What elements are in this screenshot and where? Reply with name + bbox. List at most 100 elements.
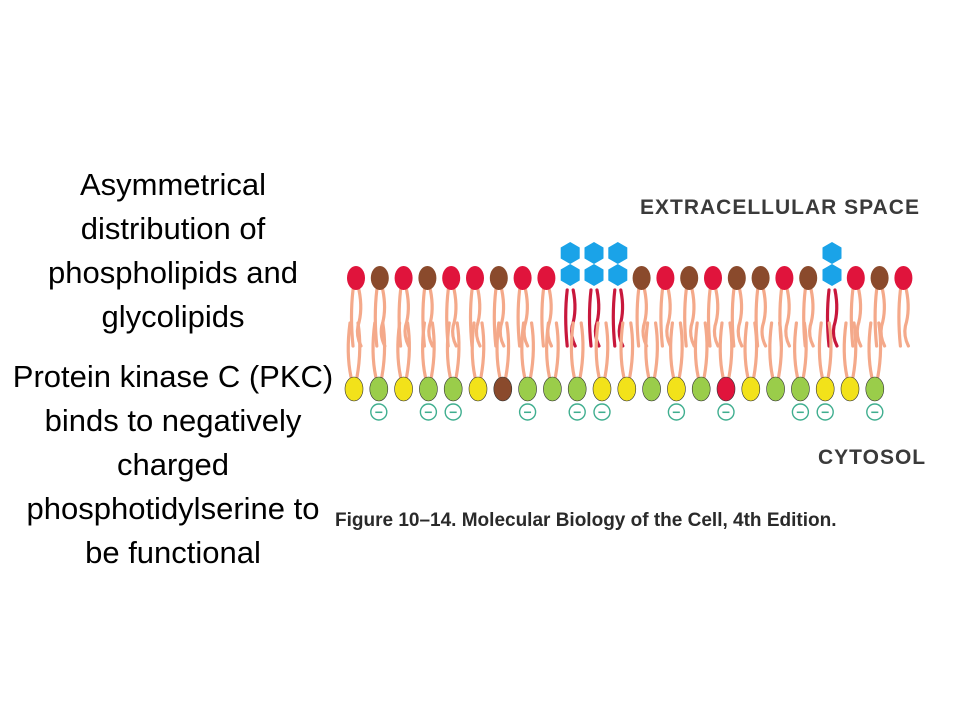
negative-charge-circle [717,403,735,421]
lipid-tail [730,288,736,348]
phospholipid-head [716,376,736,402]
lipid-tail [380,321,387,379]
phospholipid-head [543,376,562,402]
lipid-tail [867,321,874,379]
lipid-tail [397,288,403,348]
lipid-tail [470,321,477,379]
lipid-tail [727,321,734,379]
phospholipid-head [443,376,463,402]
lipid-tail [569,321,576,379]
lipid-tail [495,321,502,379]
lipid-tail [831,288,839,348]
lipid-tail [628,321,635,379]
lipid-tail [736,288,744,348]
lipid-tail [712,288,720,348]
lipid-tail [421,321,427,379]
lipid-tail [903,288,910,348]
negative-charge-symbol: − [871,404,879,420]
lipid-tail [474,288,482,348]
phospholipid-head [442,266,461,290]
lipid-tail [564,288,569,348]
sugar-hexagon [608,242,628,264]
negative-charge-symbol: − [375,404,383,420]
lipid-tail [689,288,696,348]
phospholipid-head [394,266,413,290]
lipid-tail [594,321,601,379]
lipid-tail [825,288,831,348]
negative-charge-symbol: − [796,404,804,420]
lipid-tail [784,288,791,348]
phospholipid-head [344,376,364,402]
lipid-tail [603,321,610,379]
lipid-tail [451,288,458,348]
phospholipid-head [592,376,612,402]
lipid-tail [346,321,353,379]
negative-charge-circle [370,403,388,421]
lipid-tail [706,288,712,348]
phospholipid-head [466,266,484,290]
phospholipid-head [369,376,389,402]
lipid-tail [587,288,593,348]
lipid-tail [876,321,883,379]
negative-charge-symbol: − [524,404,532,420]
lipid-tail [545,321,551,379]
phospholipid-head [489,266,508,290]
lipid-tail [641,288,649,348]
phospholipid-head [815,376,835,402]
negative-charge-circle [866,403,884,421]
phospholipid-head [667,376,686,402]
lipid-tail [702,321,709,379]
phospholipid-head [766,376,785,402]
phospholipid-head [870,266,889,290]
lipid-tail [873,288,879,348]
lipid-tail [879,288,887,348]
phospholipid-head [370,266,389,290]
lipid-tail [504,321,511,379]
lipid-tail [540,288,545,348]
lipid-tail [373,288,379,348]
lipid-tail [520,321,527,379]
lipid-tail [429,321,436,379]
negative-charge-symbol: − [672,404,680,420]
phospholipid-head [751,266,770,290]
phospholipid-head [680,266,699,290]
figure-caption: Figure 10–14. Molecular Biology of the C… [335,510,837,531]
sugar-hexagon [584,264,604,286]
phospholipid-head [799,266,818,290]
phospholipid-head [493,376,513,402]
lipid-tail [403,288,411,348]
lipid-tail [445,321,452,379]
extracellular-label: EXTRACELLULAR SPACE [640,196,920,219]
lipid-tail [826,321,833,379]
phospholipid-head [727,266,746,290]
phospholipid-head [642,376,661,402]
lipid-tail [768,321,775,379]
phospholipid-head [894,266,913,290]
negative-charge-symbol: − [722,404,730,420]
lipid-tail [479,321,486,379]
lipid-tail [743,321,750,379]
phospholipid-head [775,266,794,290]
lipid-tail [619,321,626,379]
lipid-tail [355,321,362,379]
negative-charge-circle [518,403,537,421]
lipid-tail [349,288,355,348]
negative-charge-symbol: − [821,404,829,420]
lipid-tail [553,321,560,379]
negative-charge-symbol: − [449,404,457,420]
negative-charge-circle [444,403,462,421]
phospholipid-head [656,266,675,290]
phospholipid-head [537,266,556,290]
phospholipid-head [791,376,810,402]
lipid-tail [669,321,675,379]
phospholipid-head [518,376,537,402]
lipid-tail [611,288,617,348]
lipid-tail [677,321,684,379]
negative-charge-circle [791,403,810,421]
phospholipid-head [632,266,651,290]
phospholipid-head [741,376,761,402]
lipid-tail [659,288,664,348]
lipid-tail [578,321,585,379]
lipid-tail [405,321,411,379]
lipid-tail [665,288,672,348]
